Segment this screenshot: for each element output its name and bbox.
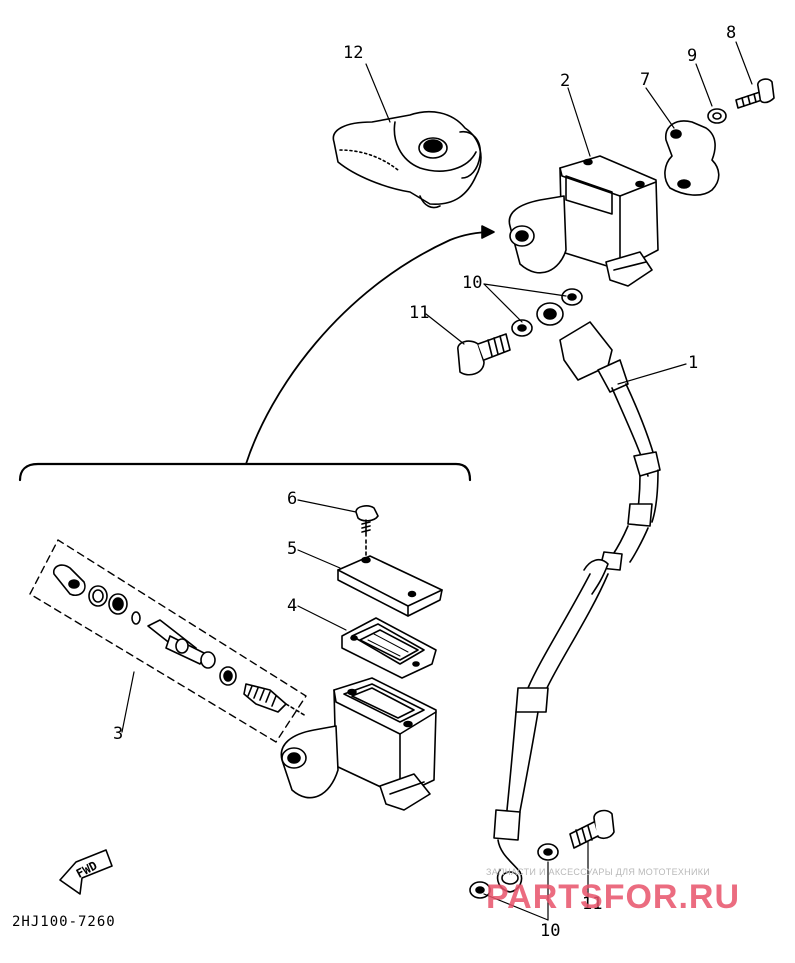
master-cylinder-body [280, 677, 437, 811]
part-4-diaphragm [341, 617, 437, 679]
callout-1: 1 [688, 353, 699, 373]
callout-12: 12 [343, 43, 364, 63]
callout-6: 6 [287, 489, 298, 509]
part-9-washer [707, 108, 727, 124]
watermark-tagline: ЗАПЧАСТИ И АКСЕССУАРЫ ДЛЯ МОТОТЕХНИКИ [486, 867, 711, 877]
part-1-brake-hose [493, 302, 661, 893]
callout-9: 9 [687, 46, 698, 66]
detail-frame [18, 225, 495, 482]
callout-10-bottom: 10 [540, 921, 561, 941]
part-10-washers-top [511, 288, 583, 337]
callout-8: 8 [726, 23, 737, 43]
callout-2: 2 [560, 71, 571, 91]
watermark-brand[interactable]: PARTSFOR.RU [486, 878, 741, 916]
part-11-union-bolt-bottom [569, 809, 615, 849]
callout-4: 4 [287, 596, 298, 616]
callout-3: 3 [113, 724, 124, 744]
leader-lines [121, 41, 753, 921]
part-5-reservoir-cap [337, 555, 443, 617]
diagram-code: 2HJ100-7260 [12, 914, 116, 930]
part-12-lever-cover [332, 110, 482, 209]
callout-7: 7 [640, 70, 651, 90]
callout-10-top: 10 [462, 273, 483, 293]
forward-arrow-icon [59, 849, 113, 895]
part-6-screw [355, 505, 379, 557]
part-3-piston-kit [29, 539, 307, 743]
part-11-union-bolt-top [457, 333, 511, 376]
callout-5: 5 [287, 539, 298, 559]
callout-11-bottom: 11 [582, 894, 603, 914]
part-7-holder [664, 120, 720, 196]
part-8-bolt [735, 78, 775, 109]
callout-11-top: 11 [409, 303, 430, 323]
part-2-master-cylinder [508, 155, 659, 287]
